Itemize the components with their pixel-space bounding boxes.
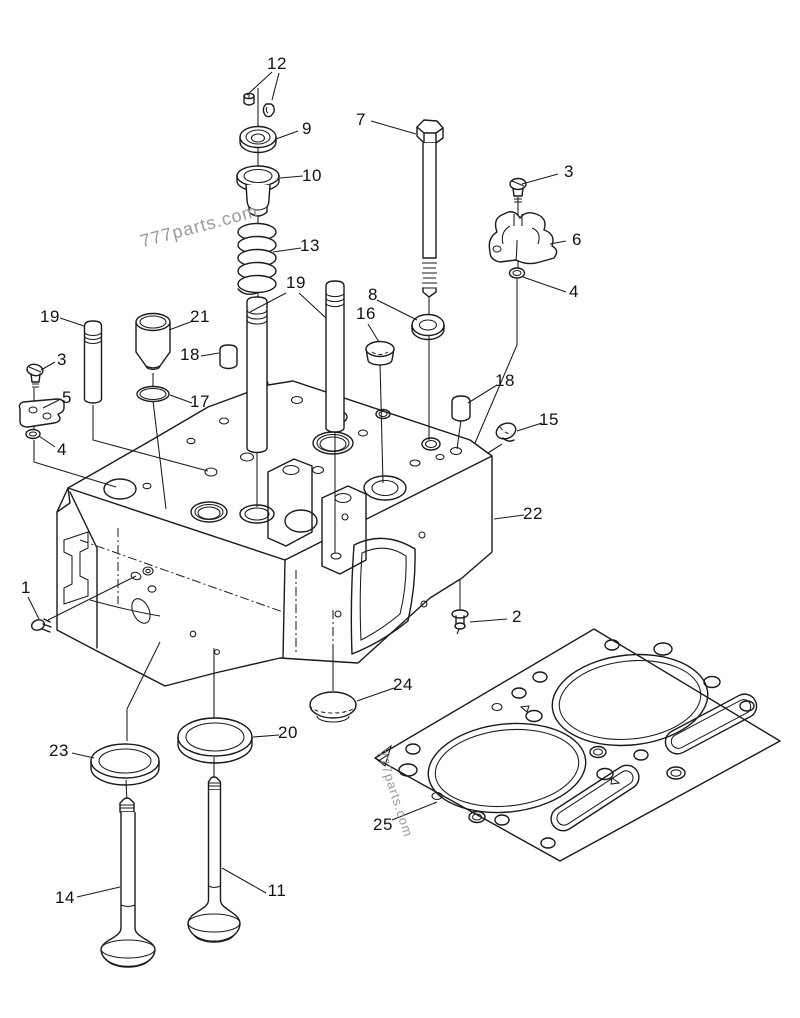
part-label-4: 4 (569, 282, 579, 301)
part-label-8: 8 (368, 285, 378, 304)
part-label-13: 13 (300, 236, 320, 255)
part-label-2: 2 (512, 607, 522, 626)
part-label-22: 22 (523, 504, 543, 523)
part-label-23: 23 (49, 741, 69, 760)
exhaust-valve (101, 798, 155, 967)
valve-guide-left (85, 321, 102, 403)
intake-valve (188, 777, 240, 942)
injector-cup (366, 342, 394, 366)
part-label-3: 3 (564, 162, 574, 181)
part-label-19: 19 (286, 273, 306, 292)
spring-retainer (240, 127, 276, 153)
part-label-11: 11 (267, 881, 287, 900)
part-label-16: 16 (356, 304, 376, 323)
retainer-plate (19, 399, 64, 427)
valve-cap (310, 692, 356, 722)
bolt-washer (412, 315, 444, 340)
part-label-17: 17 (190, 392, 210, 411)
part-label-10: 10 (302, 166, 322, 185)
valve-seat-exhaust (91, 744, 159, 785)
threaded-bore-large (191, 432, 353, 522)
head-gasket (375, 629, 780, 861)
part-label-18: 18 (495, 371, 515, 390)
part-label-5: 5 (62, 388, 72, 407)
cylinder-head (57, 380, 492, 687)
valve-guide-middle-left (247, 297, 267, 453)
valve-guide-middle-right (326, 281, 344, 432)
screw-right (510, 179, 526, 203)
washer-left (26, 430, 40, 439)
part-label-6: 6 (572, 230, 582, 249)
side-port-opening (335, 514, 427, 654)
fitting-2 (452, 610, 468, 634)
valve-keepers (244, 93, 274, 116)
valve-seat-intake (178, 718, 252, 763)
plug-left (220, 345, 237, 369)
plug-right (452, 396, 470, 421)
part-label-7: 7 (356, 110, 366, 129)
leader-lines (28, 72, 566, 897)
part-label-15: 15 (539, 410, 559, 429)
o-ring (137, 387, 169, 402)
part-label-24: 24 (393, 675, 413, 694)
part-label-9: 9 (302, 119, 312, 138)
part-label-4: 4 (57, 440, 67, 459)
part-label-3: 3 (57, 350, 67, 369)
part-label-25: 25 (373, 815, 393, 834)
valve-spring (238, 224, 276, 295)
part-label-20: 20 (278, 723, 298, 742)
valve-stem-seal (237, 166, 279, 216)
part-label-14: 14 (55, 888, 75, 907)
screw-left (26, 363, 44, 387)
washer-right (510, 268, 525, 278)
part-label-19: 19 (40, 307, 60, 326)
part-label-1: 1 (21, 578, 31, 597)
head-bolt (417, 120, 443, 297)
part-label-12: 12 (267, 54, 287, 73)
part-label-18: 18 (180, 345, 200, 364)
tappet-cup (136, 314, 170, 370)
part-label-21: 21 (190, 307, 210, 326)
clamp-bracket (489, 212, 556, 264)
plug-screw-1 (30, 576, 136, 632)
grommet-plug (494, 420, 518, 441)
